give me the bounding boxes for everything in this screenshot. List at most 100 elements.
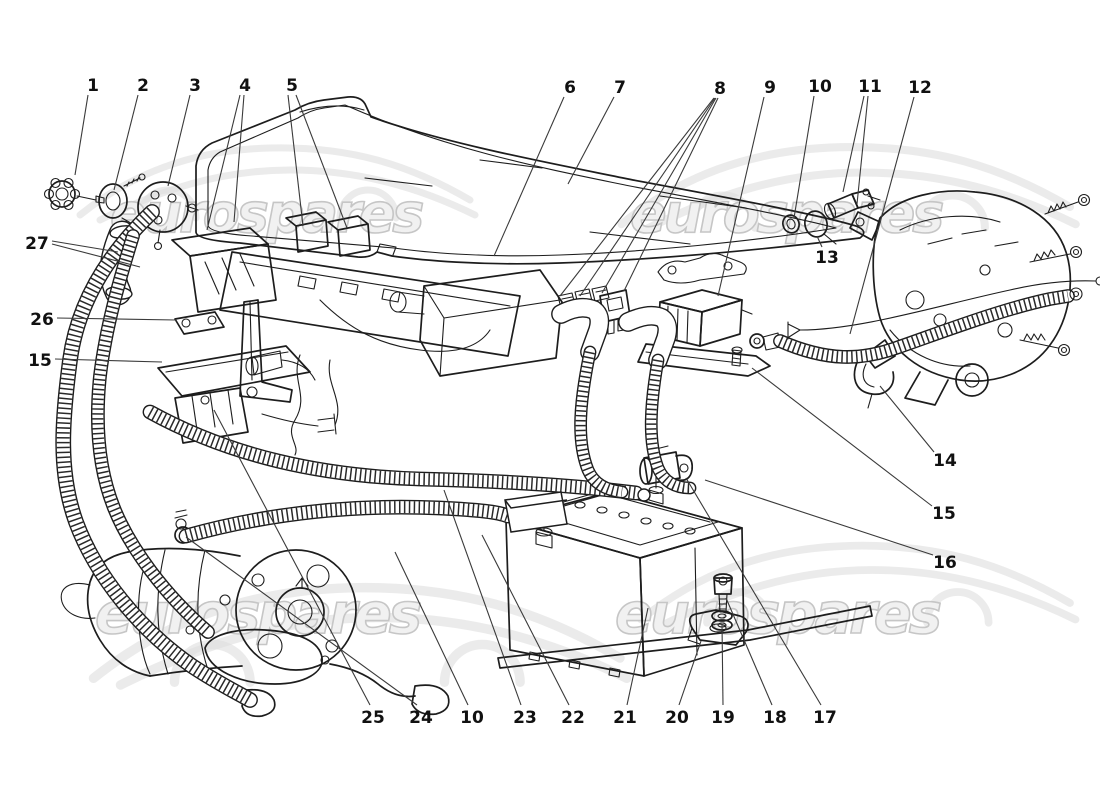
callout-15: 15 bbox=[28, 351, 163, 371]
ground-cable-left bbox=[55, 204, 258, 708]
leader-line bbox=[717, 96, 765, 297]
callout-10: 10 bbox=[793, 77, 832, 219]
leader-line bbox=[74, 94, 89, 176]
callout-number-8: 8 bbox=[714, 79, 726, 99]
terminal-boot-1 bbox=[551, 297, 610, 362]
leader-line bbox=[626, 607, 649, 706]
leader-line bbox=[167, 94, 191, 187]
leader-line bbox=[233, 94, 245, 223]
sensor-and-grommet-group bbox=[782, 188, 881, 245]
alternator bbox=[849, 190, 1091, 409]
harness-tray bbox=[171, 211, 521, 456]
callout-25: 25 bbox=[213, 409, 385, 728]
leader-line bbox=[443, 489, 522, 706]
leader-line bbox=[287, 94, 304, 227]
callout-20: 20 bbox=[665, 640, 702, 728]
eurospares-watermark-text: eurospares bbox=[615, 582, 941, 647]
leader-line bbox=[295, 94, 348, 229]
starter-relay-plate bbox=[157, 311, 316, 444]
callout-number-15: 15 bbox=[28, 351, 52, 371]
callout-number-4: 4 bbox=[239, 76, 251, 96]
leader-line bbox=[601, 97, 717, 294]
alternator-cable bbox=[773, 289, 1075, 364]
callout-5: 5 bbox=[286, 76, 348, 229]
callout-number-23: 23 bbox=[513, 708, 537, 728]
sense-wire bbox=[261, 276, 1100, 435]
callout-number-2: 2 bbox=[137, 76, 149, 96]
starter-motor bbox=[60, 509, 450, 718]
cable-harness-layer bbox=[55, 204, 1075, 708]
callout-4: 4 bbox=[206, 76, 251, 231]
callout-number-9: 9 bbox=[764, 78, 776, 98]
callout-number-12: 12 bbox=[908, 78, 932, 98]
callout-11: 11 bbox=[842, 77, 882, 205]
callout-6: 6 bbox=[493, 78, 576, 257]
leader-line bbox=[751, 367, 933, 507]
callout-number-10: 10 bbox=[808, 77, 832, 97]
callout-number-13: 13 bbox=[815, 248, 839, 268]
callout-21: 21 bbox=[613, 607, 649, 728]
leader-line bbox=[185, 536, 418, 706]
callout-1: 1 bbox=[74, 76, 99, 176]
leader-line bbox=[623, 97, 719, 292]
leader-line bbox=[816, 235, 823, 248]
callout-19: 19 bbox=[711, 623, 735, 728]
callout-22: 22 bbox=[481, 534, 585, 728]
leader-line bbox=[394, 551, 469, 706]
callout-number-6: 6 bbox=[564, 78, 576, 98]
callout-number-18: 18 bbox=[763, 708, 787, 728]
leader-line bbox=[56, 317, 177, 321]
callout-number-20: 20 bbox=[665, 708, 689, 728]
callout-number-10: 10 bbox=[460, 708, 484, 728]
leader-line bbox=[51, 240, 119, 253]
callout-8: 8 bbox=[559, 79, 726, 297]
boot-cable-1 bbox=[574, 345, 629, 499]
leader-line bbox=[113, 94, 139, 191]
leader-line bbox=[579, 97, 716, 297]
callout-number-24: 24 bbox=[409, 708, 433, 728]
callout-number-3: 3 bbox=[189, 76, 201, 96]
callout-3: 3 bbox=[167, 76, 201, 187]
leader-line bbox=[856, 95, 869, 205]
callout-number-21: 21 bbox=[613, 708, 637, 728]
callout-number-25: 25 bbox=[361, 708, 385, 728]
callout-12: 12 bbox=[849, 78, 932, 335]
leader-line bbox=[725, 597, 773, 706]
callout-9: 9 bbox=[717, 78, 776, 297]
leader-line bbox=[51, 243, 141, 268]
leader-line bbox=[793, 95, 815, 219]
callout-18: 18 bbox=[725, 597, 787, 728]
callout-number-1: 1 bbox=[87, 76, 99, 96]
leader-line bbox=[879, 385, 935, 453]
callout-26: 26 bbox=[30, 310, 177, 330]
callout-number-16: 16 bbox=[933, 553, 957, 573]
leader-line bbox=[559, 97, 715, 297]
leader-line bbox=[493, 96, 565, 257]
callout-number-11: 11 bbox=[858, 77, 882, 97]
callout-number-14: 14 bbox=[933, 451, 957, 471]
callout-2: 2 bbox=[113, 76, 149, 191]
leader-line bbox=[685, 477, 822, 706]
eurospares-watermark-text: eurospares bbox=[110, 182, 423, 245]
leader-line bbox=[206, 94, 241, 231]
callout-number-26: 26 bbox=[30, 310, 54, 330]
terminal-boot-2 bbox=[618, 305, 678, 370]
callout-number-19: 19 bbox=[711, 708, 735, 728]
callout-number-15: 15 bbox=[932, 504, 956, 524]
leader-line bbox=[721, 623, 724, 706]
leader-line bbox=[213, 409, 371, 706]
leader-line bbox=[54, 358, 163, 363]
positive-cable-run bbox=[142, 404, 644, 501]
callout-17: 17 bbox=[685, 477, 837, 728]
callout-13: 13 bbox=[815, 235, 839, 268]
callout-number-5: 5 bbox=[286, 76, 298, 96]
callout-number-17: 17 bbox=[813, 708, 837, 728]
fuse-box-cover-lid bbox=[195, 96, 865, 265]
callout-14: 14 bbox=[879, 385, 957, 471]
leader-line bbox=[481, 534, 570, 706]
callout-15: 15 bbox=[751, 367, 956, 524]
starter-cable-run bbox=[178, 499, 516, 544]
